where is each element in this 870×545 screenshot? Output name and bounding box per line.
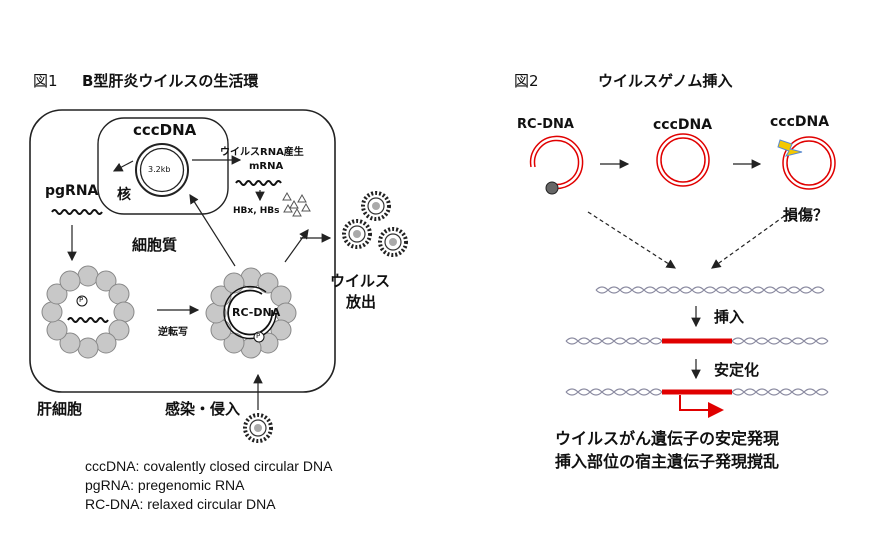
genome-size-label: 3.2kb (148, 165, 171, 174)
pgrna-squiggle (51, 209, 103, 215)
cccdna-circle (135, 143, 189, 197)
phosphate-marker-2: P (256, 332, 261, 340)
lightning-icon (777, 139, 803, 157)
fig1-number: 図1 (33, 72, 58, 90)
rna-production-label: ウイルスRNA産生 (220, 147, 304, 158)
fig2-title: ウイルスゲノム挿入 (598, 72, 733, 90)
conclusion-line-2: 挿入部位の宿主遺伝子発現撹乱 (555, 452, 780, 471)
cccdna-label-fig2-b: cccDNA (770, 114, 830, 130)
cccdna-label: cccDNA (133, 121, 197, 139)
damage-label: 損傷？ (783, 206, 829, 224)
phosphate-marker-1: P (79, 296, 84, 304)
capsid-pgrna (41, 265, 135, 359)
hepatocyte-cell (29, 109, 336, 393)
legend-pgrna: pgRNA: pregenomic RNA (85, 477, 245, 493)
reverse-transcription-label: 逆転写 (158, 327, 188, 338)
rcdna-label-fig2: RC-DNA (517, 117, 574, 132)
nucleus-label: 核 (117, 187, 131, 203)
mrna-squiggle (235, 180, 282, 186)
virus-release-label-2: 放出 (346, 293, 377, 311)
mrna-label: mRNA (249, 161, 284, 172)
rcdna-label-fig1: RC-DNA (232, 306, 281, 319)
proteins-label: HBx, HBs (233, 206, 280, 216)
hepatocyte-label: 肝細胞 (37, 400, 83, 418)
insertion-label: 挿入 (714, 308, 745, 326)
conclusion-line-1: ウイルスがん遺伝子の安定発現 (555, 429, 780, 448)
pgrna-label: pgRNA (45, 183, 99, 199)
legend-cccdna: cccDNA: covalently closed circular DNA (85, 458, 333, 474)
virion-icons (243, 191, 408, 443)
stabilization-label: 安定化 (714, 361, 760, 379)
polymerase-dot (545, 181, 559, 195)
protein-triangles (282, 191, 311, 217)
fig2-number: 図2 (514, 72, 539, 90)
fig1-title: B型肝炎ウイルスの生活環 (82, 72, 259, 90)
viral-genome-circles (529, 133, 836, 190)
virus-release-label-1: ウイルス (330, 272, 391, 290)
capsid-rcdna (205, 267, 297, 359)
cccdna-label-fig2-a: cccDNA (653, 117, 713, 133)
nucleus (97, 117, 229, 215)
legend-rcdna: RC-DNA: relaxed circular DNA (85, 496, 276, 512)
cytoplasm-label: 細胞質 (132, 236, 178, 254)
expression-arrow (679, 395, 724, 418)
host-dna-helices (565, 286, 829, 396)
infection-label: 感染・侵入 (165, 400, 241, 418)
